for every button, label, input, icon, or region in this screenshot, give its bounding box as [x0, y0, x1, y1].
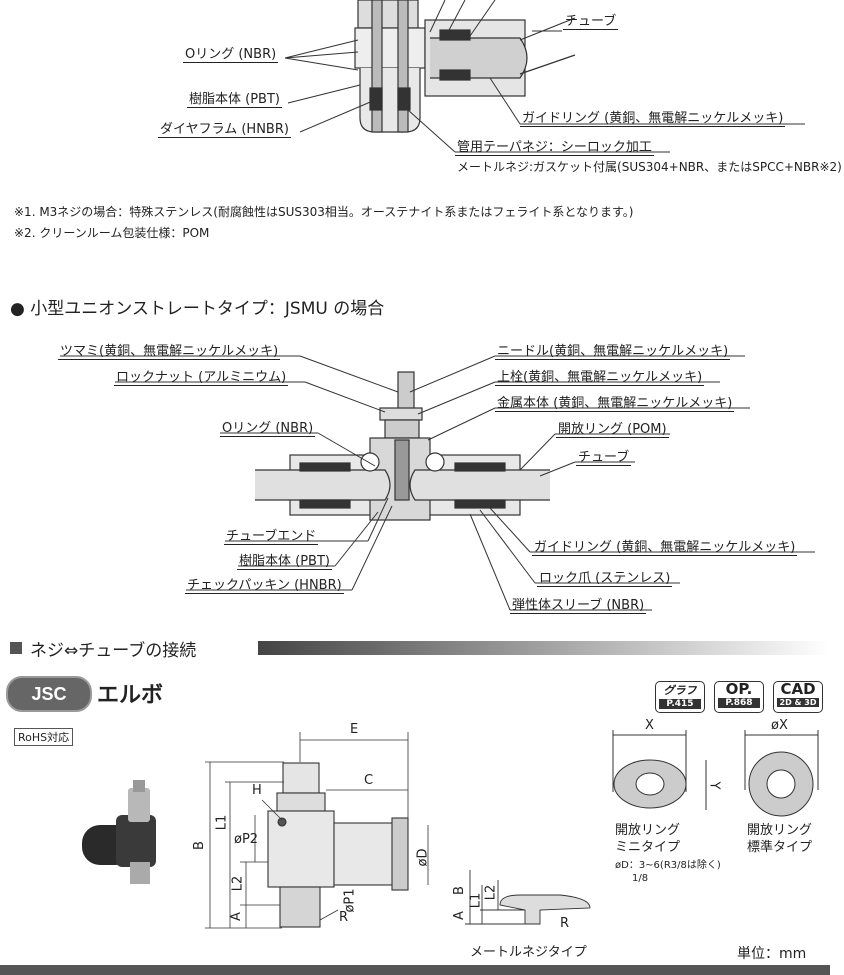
cad-badge[interactable]: CAD 2D & 3D — [773, 681, 823, 713]
ring-mini-line1: 開放リング — [615, 823, 681, 838]
ring-mini-x: X — [645, 718, 654, 733]
top-label-diaphragm: ダイヤフラム (HNBR) — [158, 118, 291, 138]
ring-mini-note1: øD：3~6(R3/8は除く) — [615, 860, 721, 871]
top-label-tube: チューブ — [563, 10, 619, 30]
small-dim-a: A — [451, 911, 467, 920]
jsmu-label-locknut: ロックナット (アルミニウム) — [114, 366, 289, 386]
ring-mini-y: Y — [706, 781, 722, 790]
jsmu-label-release-ring: 開放リング (POM) — [556, 418, 669, 438]
jsmu-label-lock-claw: ロック爪 (ステンレス) — [537, 567, 673, 587]
small-dim-r: R — [560, 916, 570, 931]
graph-badge[interactable]: グラフ P.415 — [655, 681, 705, 713]
rohs-badge: RoHS対応 — [14, 728, 74, 746]
jsmu-label-resin-body: 樹脂本体 (PBT) — [237, 550, 332, 570]
cad-badge-label: CAD — [780, 680, 816, 698]
dim-e: E — [350, 722, 359, 737]
note-2: ※2. クリーンルーム包装仕様：POM — [14, 226, 210, 240]
op-badge[interactable]: OP. P.868 — [714, 681, 764, 713]
dim-l1: L1 — [214, 814, 230, 831]
product-name: エルボ — [97, 683, 164, 708]
ring-std-line2: 標準タイプ — [747, 840, 813, 855]
dim-l2: L2 — [230, 875, 246, 892]
op-badge-label: OP. — [725, 680, 753, 698]
dim-c: C — [364, 773, 374, 788]
jsmu-label-upper-plug: 上栓(黄銅、無電解ニッケルメッキ) — [495, 366, 705, 386]
small-dim-b: B — [451, 886, 467, 895]
jsmu-label-needle: ニードル(黄銅、無電解ニッケルメッキ) — [495, 340, 731, 360]
top-label-resin-body: 樹脂本体 (PBT) — [187, 88, 282, 108]
dim-h: H — [252, 783, 262, 798]
connection-section-title: ネジ⇔チューブの接続 — [30, 636, 203, 661]
series-badge: JSC — [6, 676, 92, 712]
dim-d: øD — [415, 848, 431, 867]
dim-b: B — [191, 841, 207, 850]
metric-caption: メートルネジタイプ — [470, 945, 587, 960]
unit-label: 単位：mm — [737, 946, 807, 962]
dim-r: R — [339, 910, 349, 925]
jsmu-label-tube: チューブ — [576, 446, 632, 466]
ring-mini-line2: ミニタイプ — [615, 840, 681, 855]
jsmu-section-title: ● 小型ユニオンストレートタイプ：JSMU の場合 — [10, 299, 385, 319]
jsmu-label-knob: ツマミ(黄銅、無電解ニッケルメッキ) — [58, 340, 281, 360]
graph-badge-label: グラフ — [663, 684, 697, 697]
ring-std-line1: 開放リング — [747, 823, 813, 838]
jsmu-label-metal-body: 金属本体 (黄銅、無電解ニッケルメッキ) — [495, 392, 735, 412]
ring-std-x: øX — [771, 718, 788, 733]
note-1: ※1. M3ネジの場合：特殊ステンレス(耐腐蝕性はSUS303相当。オーステナイ… — [14, 205, 634, 219]
small-dim-l2: L2 — [483, 884, 499, 901]
graph-badge-page: P.415 — [659, 699, 701, 709]
dim-p2: øP2 — [234, 832, 259, 847]
dim-a: A — [228, 912, 244, 921]
jsmu-label-tube-end: チューブエンド — [224, 525, 319, 545]
jsmu-label-guide-ring: ガイドリング (黄銅、無電解ニッケルメッキ) — [532, 536, 798, 556]
jsmu-label-elastic-sleeve: 弾性体スリーブ (NBR) — [510, 594, 647, 614]
ring-mini-note2: 1/8 — [632, 873, 649, 884]
top-label-pipe-thread: 管用テーパネジ：シーロック加工 — [455, 136, 654, 156]
jsmu-label-check-packing: チェックパッキン (HNBR) — [185, 574, 344, 594]
product-photo — [82, 780, 156, 884]
jsmu-label-oring: Oリング (NBR) — [220, 417, 316, 437]
cad-badge-sub: 2D & 3D — [777, 698, 819, 707]
top-label-oring: Oリング (NBR) — [183, 43, 279, 63]
top-label-guide-ring: ガイドリング (黄銅、無電解ニッケルメッキ) — [520, 107, 786, 127]
small-dim-l1: L1 — [468, 892, 484, 909]
top-label-metric-thread: メートルネジ:ガスケット付属(SUS304+NBR、またはSPCC+NBR※2) — [457, 160, 842, 174]
op-badge-page: P.868 — [718, 698, 760, 708]
